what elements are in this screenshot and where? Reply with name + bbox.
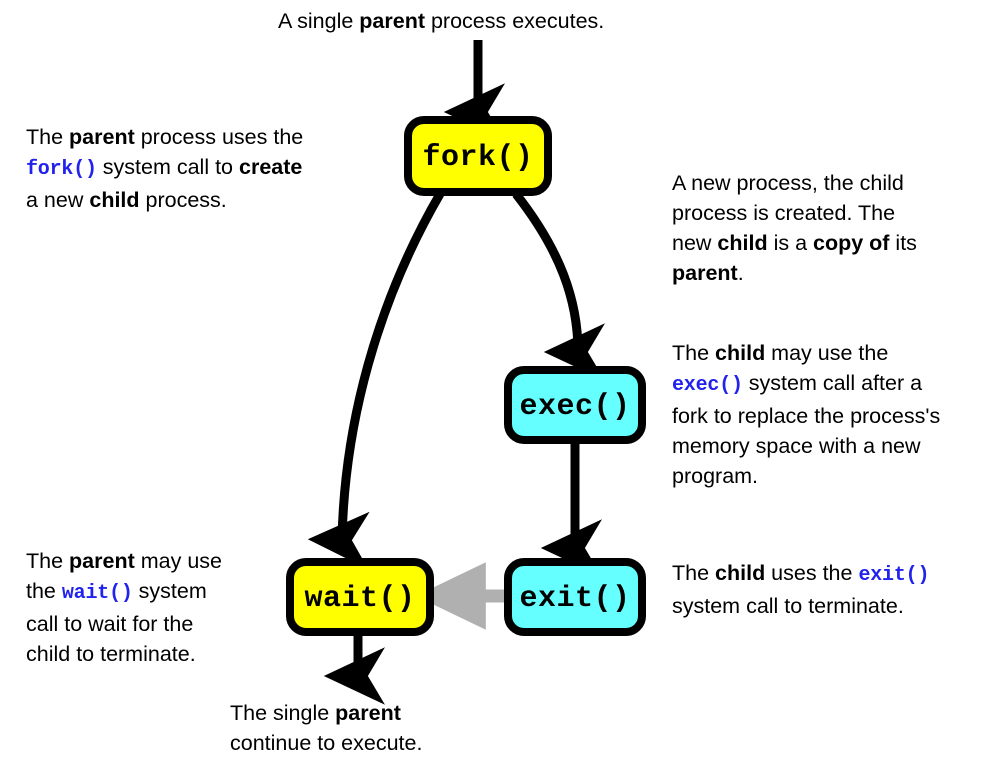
node-exit[interactable] (504, 558, 646, 636)
node-exec[interactable] (504, 366, 646, 444)
node-wait[interactable] (286, 558, 434, 636)
edge-fork-to-exec (512, 191, 606, 381)
annotation-child-exit: The child uses the exit()system call to … (672, 561, 930, 618)
node-fork[interactable] (404, 116, 552, 196)
annotation-top: A single parent process executes. (278, 9, 605, 33)
edge-fork-to-wait (307, 191, 444, 570)
